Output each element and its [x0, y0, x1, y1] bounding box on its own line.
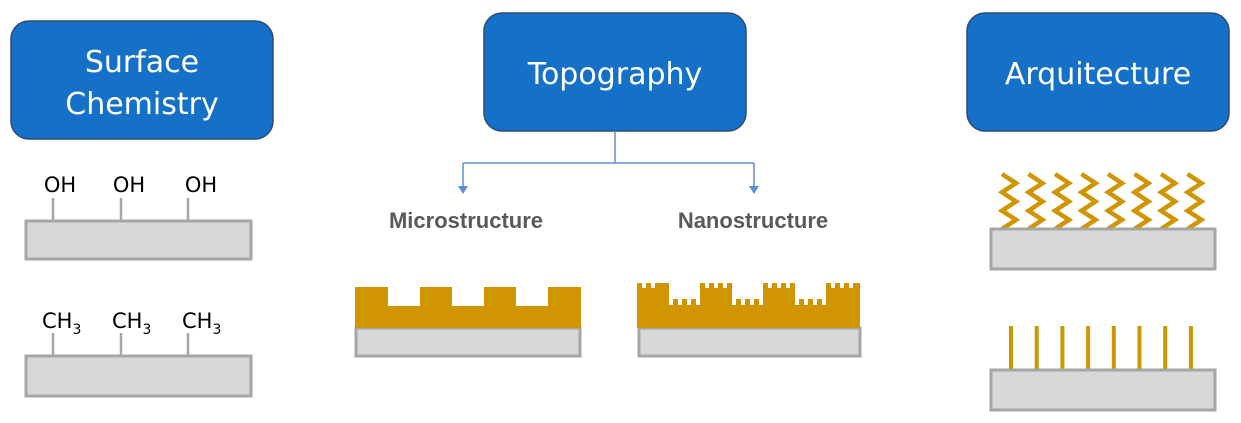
surface-chemistry-panel: Surface Chemistry OH OH OH CH3 CH3 CH3 — [10, 20, 274, 398]
zigzag-chain — [1103, 172, 1127, 231]
topography-connector — [458, 131, 759, 194]
substrate-slab — [24, 219, 253, 261]
arrow-head — [458, 186, 468, 194]
surface-chemistry-title-line1: Surface — [85, 45, 199, 80]
methyl-base: CH — [182, 309, 212, 333]
rod-brushes — [1009, 326, 1193, 370]
nanostructure-profile — [637, 283, 860, 328]
zigzag-chain — [1183, 172, 1206, 231]
methyl-group-label: CH3 — [112, 309, 151, 338]
zigzag-chains — [997, 172, 1206, 231]
zigzag-chain — [1024, 172, 1047, 231]
nanostructure-surface — [637, 283, 862, 358]
arrow-head — [749, 186, 759, 194]
hydroxyl-group-label: OH — [44, 173, 76, 197]
arquitecture-box — [966, 12, 1230, 132]
topography-panel: Topography Microstructure Nanostructure — [354, 12, 862, 358]
surface-chemistry-box — [10, 20, 274, 140]
arquitecture-title: Arquitecture — [1005, 57, 1191, 92]
hydroxyl-surface: OH OH OH — [24, 173, 253, 261]
substrate-slab — [637, 326, 862, 358]
hydroxyl-group-label: OH — [113, 173, 145, 197]
zigzag-chain — [1050, 172, 1074, 231]
methyl-subscript: 3 — [212, 322, 221, 338]
zigzag-chain-surface — [989, 172, 1217, 271]
methyl-subscript: 3 — [72, 322, 81, 338]
substrate-slab — [354, 326, 582, 358]
zigzag-chain — [1130, 172, 1153, 231]
surface-chemistry-title-line2: Chemistry — [65, 87, 218, 122]
topography-title: Topography — [527, 57, 703, 92]
zigzag-chain — [1077, 172, 1100, 231]
nanostructure-label: Nanostructure — [678, 208, 828, 233]
microstructure-label: Microstructure — [389, 208, 543, 233]
substrate-slab — [989, 368, 1217, 412]
microstructure-profile — [355, 287, 581, 328]
zigzag-chain — [1156, 172, 1180, 231]
microstructure-surface — [354, 287, 582, 358]
methyl-base: CH — [42, 309, 72, 333]
substrate-slab — [989, 227, 1217, 271]
hydroxyl-group-label: OH — [185, 173, 217, 197]
methyl-group-label: CH3 — [182, 309, 221, 338]
methyl-subscript: 3 — [142, 322, 151, 338]
methyl-surface: CH3 CH3 CH3 — [24, 309, 253, 398]
rod-surface — [989, 326, 1217, 412]
substrate-slab — [24, 354, 253, 398]
methyl-group-label: CH3 — [42, 309, 81, 338]
arquitecture-panel: Arquitecture — [966, 12, 1230, 412]
zigzag-chain — [997, 172, 1021, 231]
methyl-base: CH — [112, 309, 142, 333]
